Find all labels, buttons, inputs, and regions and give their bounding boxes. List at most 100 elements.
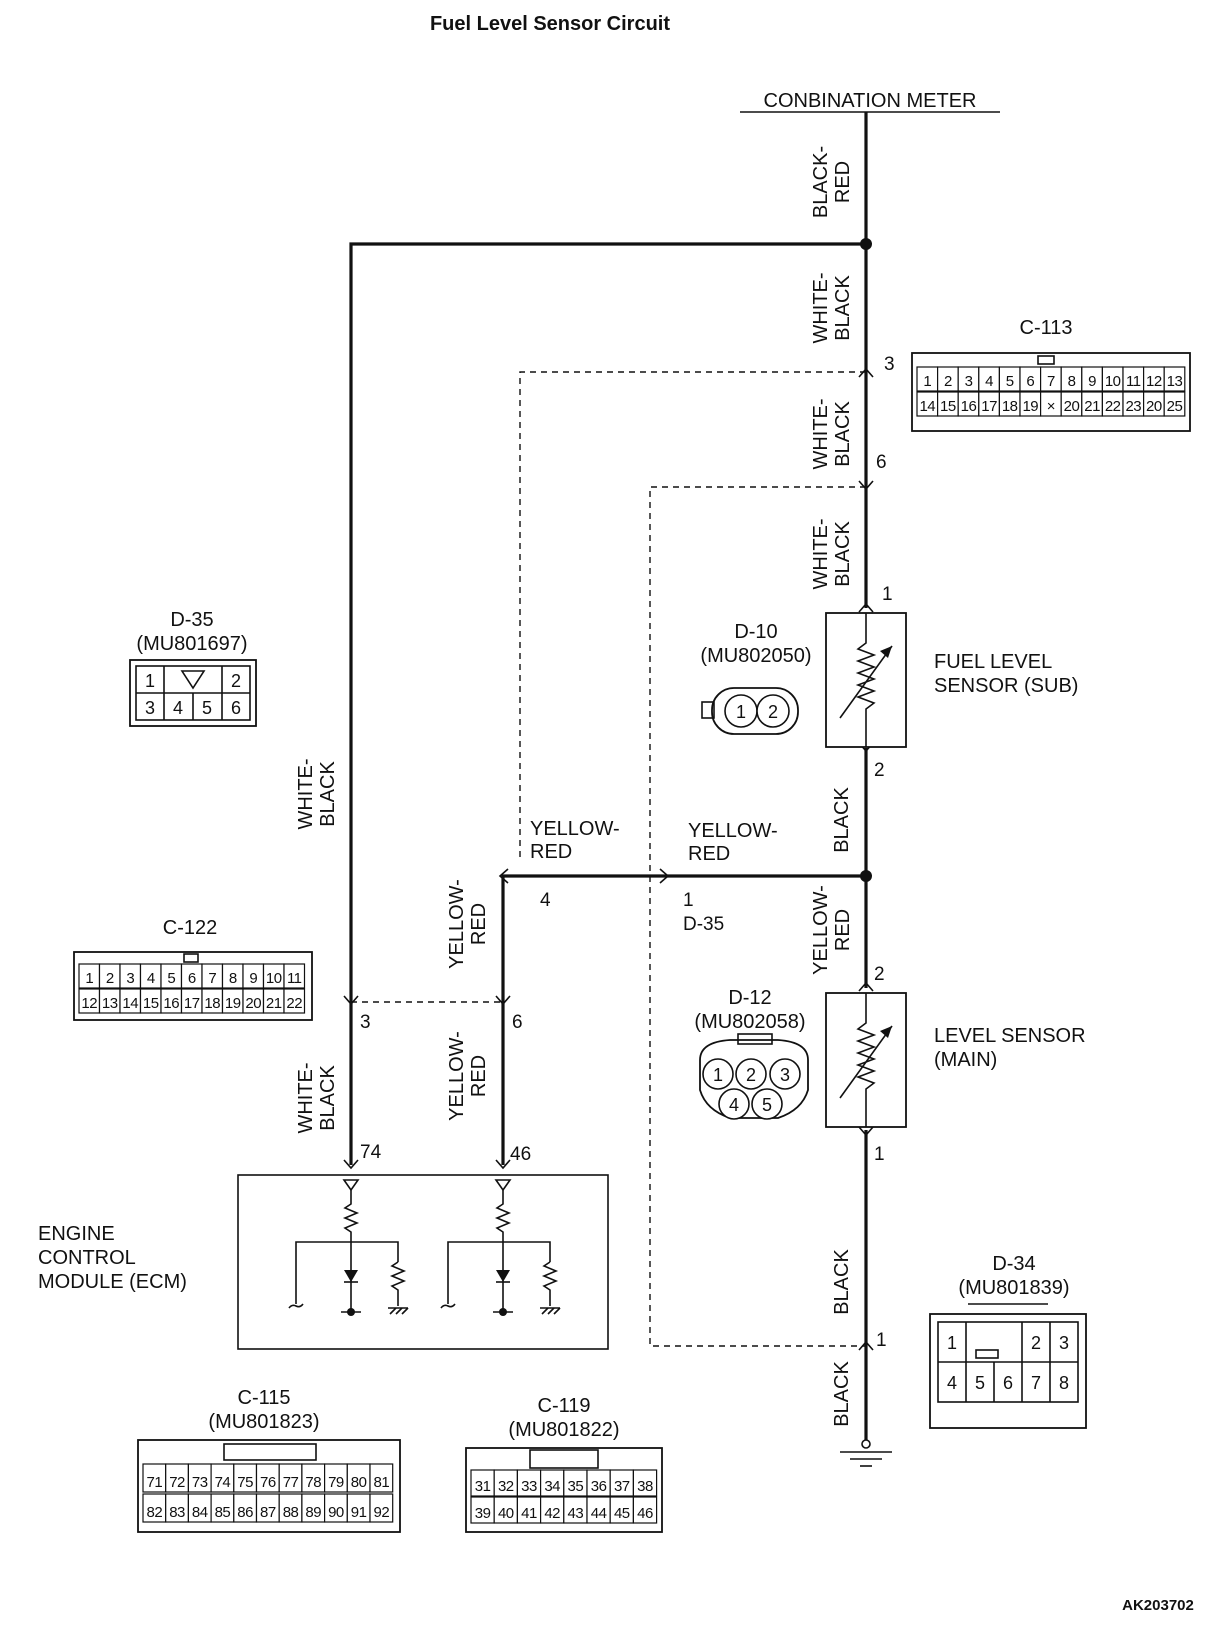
- pin-cell: 90: [328, 1504, 344, 1521]
- pin-cell: 9: [1088, 373, 1096, 390]
- wire-label: BLACK-: [810, 146, 832, 218]
- pin-cell: 46: [637, 1505, 653, 1522]
- pin-number: 1: [874, 1144, 885, 1165]
- pin-numbers: 3 6 1 2 4 1 D-35 2 1 3 6 74 46 1: [360, 354, 895, 1351]
- connector-name: D-10: [734, 621, 777, 643]
- pin-cell: 19: [225, 995, 241, 1012]
- pin-cell: 10: [266, 970, 282, 987]
- wire-label: RED: [468, 1055, 490, 1097]
- pin-cell: 86: [237, 1504, 253, 1521]
- wire-label: BLACK: [832, 521, 854, 587]
- pin-number: 4: [540, 890, 551, 911]
- pin-number: 2: [874, 760, 885, 781]
- pin-cell: 2: [1031, 1333, 1041, 1353]
- pin-cell: 18: [1002, 398, 1018, 415]
- pin-cell: 2: [231, 671, 241, 691]
- pin-cell: 72: [169, 1474, 185, 1491]
- pin-cell: 18: [204, 995, 220, 1012]
- pin-cell: 4: [729, 1095, 739, 1115]
- pin-cell: 17: [184, 995, 200, 1012]
- connector-d12: D-12 (MU802058) 1 2 3 4 5: [694, 987, 809, 1120]
- ecm-label: CONTROL: [38, 1247, 136, 1269]
- wire-label: BLACK: [832, 275, 854, 341]
- pin-cell: 6: [188, 970, 196, 987]
- pin-cell: 14: [919, 398, 935, 415]
- pin-cell-box: [632, 1496, 658, 1524]
- pin-cell: 6: [1003, 1373, 1013, 1393]
- connector-dashed-lines: [351, 371, 866, 1347]
- pin-cell: 32: [498, 1478, 514, 1495]
- junction-dot: [860, 870, 872, 882]
- ecm-box: [237, 1174, 609, 1350]
- pin-cell: 88: [283, 1504, 299, 1521]
- pin-cell: 31: [475, 1478, 491, 1495]
- wire-label: YELLOW-: [530, 818, 620, 840]
- pin-cell: 17: [981, 398, 997, 415]
- connector-name: C-122: [163, 917, 217, 939]
- pin-cell-box: [283, 963, 306, 989]
- pin-number: 6: [512, 1012, 523, 1033]
- pin-cell: 1: [736, 702, 746, 722]
- wire-label: BLACK: [832, 401, 854, 467]
- pin-cell: 23: [1125, 398, 1141, 415]
- connector-part-number: (MU802058): [694, 1011, 805, 1033]
- pin-cell: 75: [237, 1474, 253, 1491]
- wire-label: BLACK: [317, 1065, 339, 1131]
- connector-d35: D-35 (MU801697) 1 2 3 4 5 6: [129, 609, 257, 727]
- pin-cell: 84: [192, 1504, 208, 1521]
- pin-cell: 6: [231, 698, 241, 718]
- pin-cell: 22: [1105, 398, 1121, 415]
- pin-cell: 5: [762, 1095, 772, 1115]
- pin-cell: 71: [147, 1474, 163, 1491]
- fuel-sensor-sub-label: FUEL LEVEL: [934, 651, 1052, 673]
- pin-number: 46: [510, 1144, 531, 1165]
- pin-cell: 19: [1022, 398, 1038, 415]
- pin-number: 3: [360, 1012, 371, 1033]
- pin-cell: 10: [1105, 373, 1121, 390]
- connector-part-number: (MU801839): [958, 1277, 1069, 1299]
- pin-cell: 2: [746, 1065, 756, 1085]
- pin-cell: 13: [102, 995, 118, 1012]
- pin-cell: 81: [374, 1474, 390, 1491]
- connector-d34: D-34 (MU801839) 1 2 3 4 5 6 7 8: [929, 1253, 1087, 1429]
- pin-cell: 20: [1146, 398, 1162, 415]
- pin-cell: 42: [544, 1505, 560, 1522]
- pin-cell: 1: [85, 970, 93, 987]
- pin-cell: 74: [215, 1474, 231, 1491]
- pin-cell: 2: [106, 970, 114, 987]
- main-wires: [349, 112, 868, 1440]
- pin-cell: 83: [169, 1504, 185, 1521]
- pin-cell: 73: [192, 1474, 208, 1491]
- pin-cell: 4: [985, 373, 993, 390]
- pin-cell: 92: [374, 1504, 390, 1521]
- pin-cell: 87: [260, 1504, 276, 1521]
- pin-cell: 25: [1167, 398, 1183, 415]
- pin-cell: 44: [591, 1505, 607, 1522]
- diagram-title: Fuel Level Sensor Circuit: [430, 13, 670, 35]
- pin-cell: 3: [145, 698, 155, 718]
- pin-cell: 8: [1059, 1373, 1069, 1393]
- connector-part-number: (MU801823): [208, 1411, 319, 1433]
- wire-label: RED: [530, 841, 572, 863]
- pin-cell-box: [632, 1469, 658, 1497]
- pin-cell: 79: [328, 1474, 344, 1491]
- level-sensor-main-label: LEVEL SENSOR: [934, 1025, 1086, 1047]
- pin-cell: 77: [283, 1474, 299, 1491]
- pin-cell: 80: [351, 1474, 367, 1491]
- pin-cell-box: [1163, 391, 1186, 417]
- pin-cell-box: [283, 988, 306, 1014]
- pin-cell: 7: [1047, 373, 1055, 390]
- ecm-circuit-right: [440, 1179, 561, 1316]
- pin-cell: 7: [208, 970, 216, 987]
- pin-cell: 3: [780, 1065, 790, 1085]
- pin-cell: 33: [521, 1478, 537, 1495]
- pin-cell: 3: [965, 373, 973, 390]
- pin-cell: 8: [1068, 373, 1076, 390]
- pin-number: 2: [874, 964, 885, 985]
- pin-cell: 43: [568, 1505, 584, 1522]
- ecm-label: ENGINE: [38, 1223, 115, 1245]
- pin-cell: 36: [591, 1478, 607, 1495]
